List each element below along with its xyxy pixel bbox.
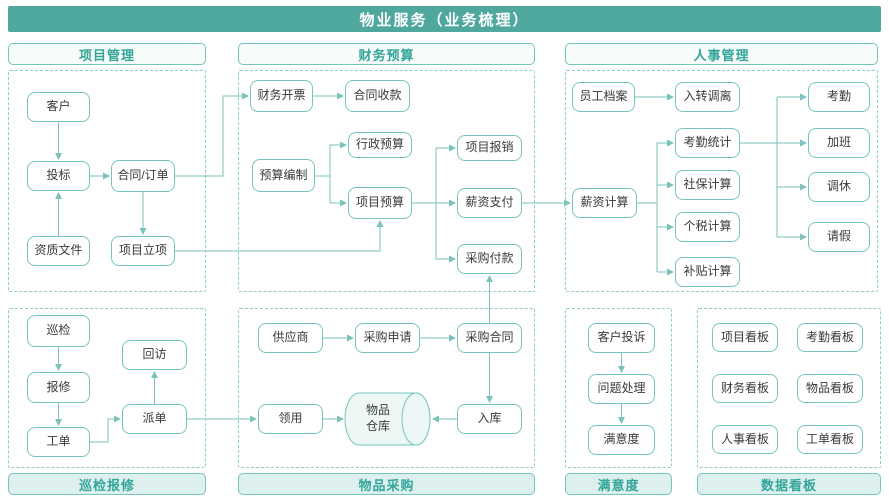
- warehouse-label-line1: 物品: [365, 403, 390, 418]
- node-inspection[interactable]: 巡检: [27, 315, 90, 347]
- node-follow-up[interactable]: 回访: [122, 340, 187, 370]
- node-attendance-stats[interactable]: 考勤统计: [675, 128, 740, 158]
- node-work-order[interactable]: 工单: [27, 427, 90, 457]
- panel-satisfaction-body: [565, 308, 672, 468]
- panel-dashboard-title[interactable]: 数据看板: [697, 473, 881, 495]
- node-salary-calc[interactable]: 薪资计算: [572, 188, 637, 218]
- node-attendance[interactable]: 考勤: [808, 82, 870, 112]
- node-leave[interactable]: 请假: [808, 222, 870, 252]
- node-repair[interactable]: 报修: [27, 372, 90, 403]
- node-budget-preparation[interactable]: 预算编制: [252, 159, 315, 192]
- node-employee-files[interactable]: 员工档案: [572, 82, 635, 112]
- panel-project-body: [8, 70, 206, 292]
- warehouse-label-line2: 仓库: [365, 419, 390, 433]
- node-contract-collection[interactable]: 合同收款: [345, 80, 410, 112]
- node-satisfaction[interactable]: 满意度: [588, 425, 655, 455]
- node-board-hr[interactable]: 人事看板: [712, 425, 778, 454]
- node-project-initiation[interactable]: 项目立项: [111, 236, 175, 266]
- panel-hr-title[interactable]: 人事管理: [565, 43, 878, 65]
- node-supplier[interactable]: 供应商: [258, 323, 323, 353]
- node-board-attendance[interactable]: 考勤看板: [797, 323, 863, 352]
- node-customer[interactable]: 客户: [27, 92, 90, 122]
- node-comp-leave[interactable]: 调休: [808, 172, 870, 202]
- node-purchase-payment[interactable]: 采购付款: [457, 244, 522, 274]
- node-purchase-request[interactable]: 采购申请: [355, 323, 420, 353]
- panel-satisfaction-title[interactable]: 满意度: [565, 473, 672, 495]
- node-onboarding-transfer[interactable]: 入转调离: [675, 82, 740, 112]
- node-overtime[interactable]: 加班: [808, 128, 870, 158]
- node-project-budget[interactable]: 项目预算: [348, 187, 412, 219]
- panel-inspection-title[interactable]: 巡检报修: [8, 473, 206, 495]
- node-board-goods[interactable]: 物品看板: [797, 374, 863, 403]
- node-income-tax[interactable]: 个税计算: [675, 212, 740, 242]
- node-invoicing[interactable]: 财务开票: [250, 80, 313, 112]
- node-dispatch[interactable]: 派单: [122, 404, 187, 434]
- diagram-title-banner[interactable]: 物业服务（业务梳理）: [8, 6, 881, 32]
- panel-finance-body: [238, 70, 535, 292]
- node-salary-payment[interactable]: 薪资支付: [457, 188, 522, 218]
- panel-procurement-body: [238, 308, 535, 468]
- node-purchase-contract[interactable]: 采购合同: [457, 323, 522, 353]
- node-complaint[interactable]: 客户投诉: [588, 323, 655, 353]
- node-board-workorder[interactable]: 工单看板: [797, 425, 863, 454]
- panel-dashboard-body: [697, 308, 881, 468]
- node-board-finance[interactable]: 财务看板: [712, 374, 778, 403]
- node-project-reimburse[interactable]: 项目报销: [457, 135, 522, 161]
- node-issue-handling[interactable]: 问题处理: [588, 374, 655, 404]
- panel-finance-title[interactable]: 财务预算: [238, 43, 535, 65]
- node-bidding[interactable]: 投标: [27, 161, 90, 191]
- node-subsidy-calc[interactable]: 补贴计算: [675, 257, 740, 287]
- node-board-project[interactable]: 项目看板: [712, 323, 778, 352]
- node-requisition[interactable]: 领用: [258, 404, 323, 434]
- panel-project-title[interactable]: 项目管理: [8, 43, 206, 65]
- warehouse-label: 物品 仓库: [350, 395, 406, 443]
- node-admin-budget[interactable]: 行政预算: [348, 132, 412, 158]
- node-social-security[interactable]: 社保计算: [675, 170, 740, 200]
- node-qualification[interactable]: 资质文件: [27, 236, 90, 266]
- node-contract-order[interactable]: 合同/订单: [111, 160, 175, 192]
- node-stock-in[interactable]: 入库: [457, 404, 522, 434]
- panel-inspection-body: [8, 308, 206, 468]
- panel-hr-body: [565, 70, 878, 292]
- panel-procurement-title[interactable]: 物品采购: [238, 473, 535, 495]
